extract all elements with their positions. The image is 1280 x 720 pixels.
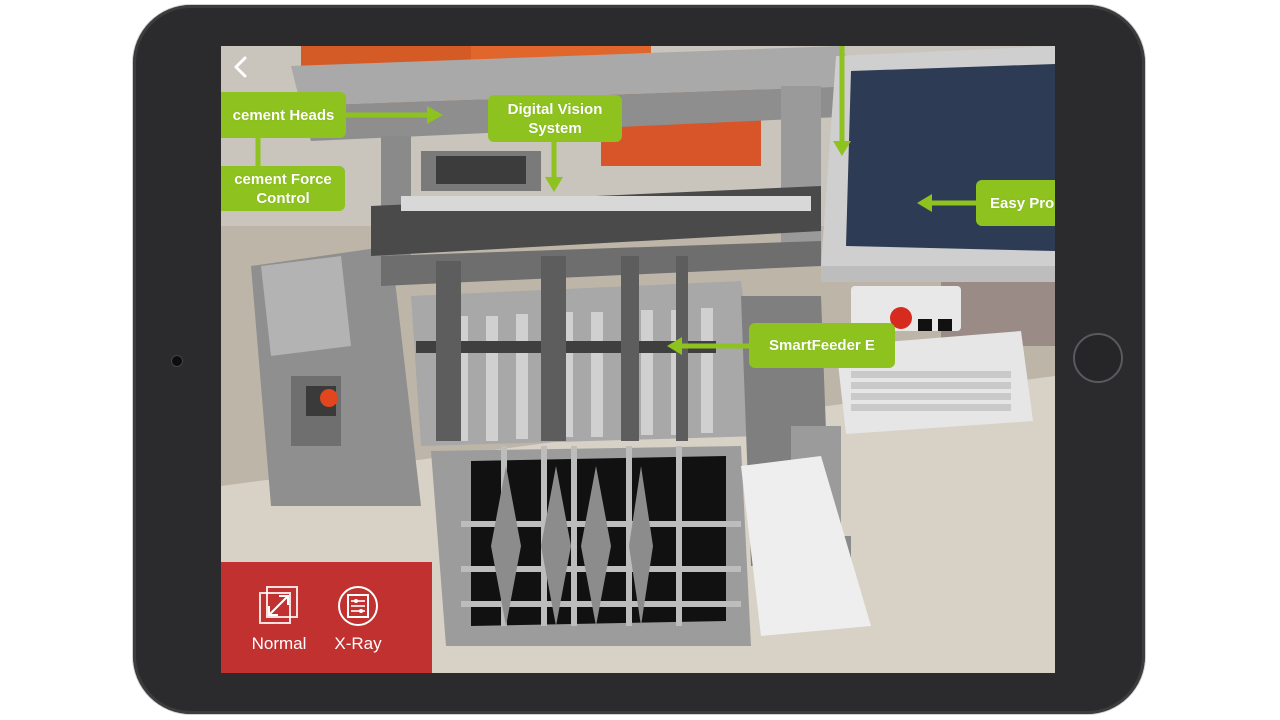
callout-digital-vision-line2: System xyxy=(528,119,582,137)
view-mode-panel: Normal X-Ray xyxy=(221,562,432,673)
expand-arrows-icon xyxy=(259,586,298,624)
callout-digital-vision-line1: Digital Vision xyxy=(507,100,603,118)
back-button[interactable] xyxy=(225,52,255,82)
ar-screen: cement Heads cement Force Control Digita… xyxy=(221,46,1055,673)
front-camera xyxy=(171,355,183,367)
xray-scan-icon xyxy=(338,586,378,626)
callout-placement-heads[interactable]: cement Heads xyxy=(221,92,346,138)
normal-mode-button[interactable]: Normal xyxy=(246,584,312,664)
chevron-left-icon xyxy=(234,56,247,78)
callout-placement-force-line2: Control xyxy=(256,189,310,207)
xray-mode-label: X-Ray xyxy=(334,634,382,653)
callout-placement-force-control[interactable]: cement Force Control xyxy=(221,166,345,211)
normal-mode-label: Normal xyxy=(251,634,307,653)
callout-smartfeeder-label: SmartFeeder E xyxy=(769,337,875,354)
callout-placement-heads-label: cement Heads xyxy=(232,106,335,124)
callout-easy-pro[interactable]: Easy Pro xyxy=(976,180,1055,226)
xray-mode-button[interactable]: X-Ray xyxy=(325,584,391,664)
callout-easy-pro-label: Easy Pro xyxy=(990,194,1055,212)
callout-digital-vision-system[interactable]: Digital Vision System xyxy=(488,95,622,142)
callout-placement-force-line1: cement Force xyxy=(234,170,332,188)
home-button[interactable] xyxy=(1073,333,1123,383)
callout-smartfeeder[interactable]: SmartFeeder E xyxy=(749,323,895,368)
